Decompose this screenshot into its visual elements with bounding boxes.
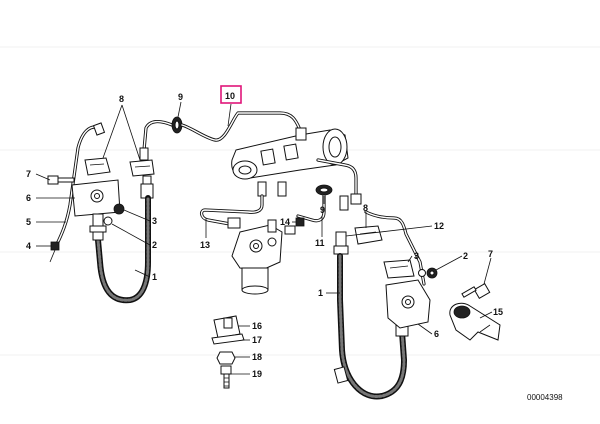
callout-17: 17	[252, 335, 262, 345]
clip-8-left-b	[129, 159, 155, 177]
pipe-fitting-upper-left	[139, 147, 149, 161]
callout-6-left: 6	[26, 193, 31, 203]
callout-labels: 8 9 10 7 6 5 4 3 2 1 13 14 9 11 8 12 3 2…	[26, 85, 563, 402]
sensor-bracket-assembly	[211, 315, 245, 389]
callout-3-left: 3	[152, 216, 157, 226]
callout-8-right: 8	[363, 203, 368, 213]
callout-14: 14	[280, 217, 290, 227]
document-id: 00004398	[527, 393, 563, 402]
callout-2-left: 2	[152, 240, 157, 250]
washer-3-right	[418, 269, 426, 277]
callout-9-top: 9	[178, 92, 183, 102]
callout-1-left: 1	[152, 272, 157, 282]
pressure-regulator-valve	[231, 219, 296, 295]
bolt-19	[220, 365, 232, 389]
clip-8-left-a	[84, 157, 111, 176]
callout-4: 4	[26, 241, 31, 251]
bolt-7-left	[47, 175, 75, 185]
callout-5: 5	[26, 217, 31, 227]
fitting-14	[295, 217, 305, 227]
callout-7-left: 7	[26, 169, 31, 179]
callout-6-right: 6	[434, 329, 439, 339]
callout-18: 18	[252, 352, 262, 362]
callout-8-left: 8	[119, 94, 124, 104]
right-brake-line-assembly	[333, 210, 501, 400]
callout-16: 16	[252, 321, 262, 331]
callout-15: 15	[493, 307, 503, 317]
bolt-7-right	[461, 282, 491, 300]
callout-2-right: 2	[463, 251, 468, 261]
nut-3-left	[113, 203, 125, 215]
left-brake-line-assembly	[47, 120, 174, 304]
callout-13: 13	[200, 240, 210, 250]
clip-3-right	[383, 259, 415, 279]
pipe-fitting-top-left	[92, 122, 106, 136]
leader-lines	[35, 101, 493, 375]
pipe-fitting-4	[50, 241, 60, 251]
clamp-17	[211, 333, 245, 345]
callout-12: 12	[434, 221, 444, 231]
callout-3-right: 3	[414, 251, 419, 261]
clip-8-right	[354, 225, 383, 245]
callout-10-highlight-box	[220, 85, 242, 104]
brake-pipe-10	[180, 111, 302, 142]
pipe-fitting-12	[333, 231, 349, 255]
callout-9-center: 9	[320, 205, 325, 215]
callout-11: 11	[315, 238, 325, 248]
callout-19: 19	[252, 369, 262, 379]
nut-18	[216, 351, 236, 365]
callout-7-right: 7	[488, 249, 493, 259]
callout-10: 10	[225, 91, 235, 101]
washer-2-left	[103, 216, 113, 226]
callout-1-right: 1	[318, 288, 323, 298]
master-cylinder-assembly	[171, 111, 362, 295]
